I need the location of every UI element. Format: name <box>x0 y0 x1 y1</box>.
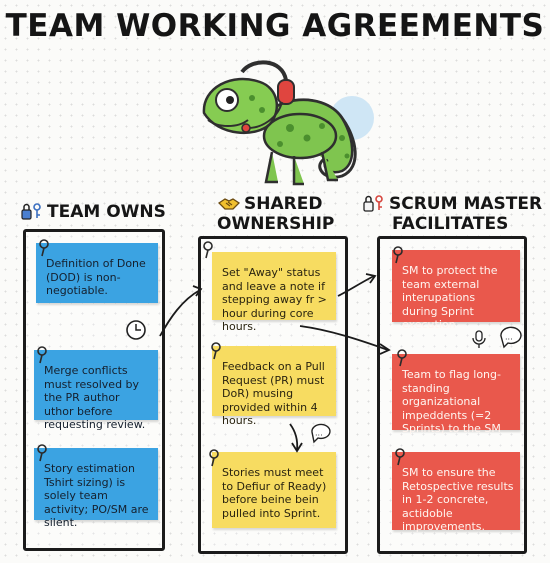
note-protect-team: SM to protect the team external interupa… <box>392 250 520 331</box>
lock-key-icon <box>21 203 41 220</box>
note-text: Set "Away" status and leave a note if st… <box>222 266 327 333</box>
column-heading-label: SHARED <box>244 194 323 214</box>
note-definition-of-ready: Stories must meet to Defiur of Ready) be… <box>212 452 336 528</box>
note-text: Feedback on a Pull Request (PR) must DoR… <box>222 360 325 427</box>
note-flag-impediments: Team to flag long-standing organizationa… <box>392 354 520 435</box>
note-text: SM to ensure the Retospective results in… <box>402 466 514 533</box>
column-heading-shared-ownership: SHARED OWNERSHIP <box>217 194 334 234</box>
column-heading-scrum-master: SCRUM MASTER FACILITATES <box>362 194 542 234</box>
note-pr-feedback: Feedback on a Pull Request (PR) must DoR… <box>212 346 336 427</box>
column-heading-team-owns: TEAM OWNS <box>20 202 166 222</box>
note-text: Story estimation Tshirt sizing) is solel… <box>44 462 149 529</box>
note-text: SM to protect the team external interupa… <box>402 264 498 331</box>
key-lock-icon <box>363 195 383 212</box>
handshake-icon <box>217 198 241 210</box>
column-heading-label: OWNERSHIP <box>217 214 335 234</box>
note-away-status: Set "Away" status and leave a note if st… <box>212 252 336 333</box>
note-story-estimation: Story estimation Tshirt sizing) is solel… <box>34 448 158 529</box>
note-text: Merge conflicts must resolved by the PR … <box>44 364 146 431</box>
note-text: Definition of Done (DOD) is non-negotiab… <box>46 257 146 297</box>
note-definition-of-done: Definition of Done (DOD) is non-negotiab… <box>36 243 158 303</box>
column-heading-label: TEAM OWNS <box>47 202 166 222</box>
note-merge-conflicts: Merge conflicts must resolved by the PR … <box>34 350 158 431</box>
column-heading-label: SCRUM MASTER <box>389 194 543 214</box>
column-heading-label: FACILITATES <box>392 214 509 234</box>
note-retrospective: SM to ensure the Retospective results in… <box>392 452 520 533</box>
note-text: Stories must meet to Defiur of Ready) be… <box>222 466 327 520</box>
chameleon-mascot-icon <box>202 60 374 186</box>
page-title: TEAM WORKING AGREEMENTS <box>5 8 545 44</box>
note-text: Team to flag long-standing organizationa… <box>402 368 501 435</box>
